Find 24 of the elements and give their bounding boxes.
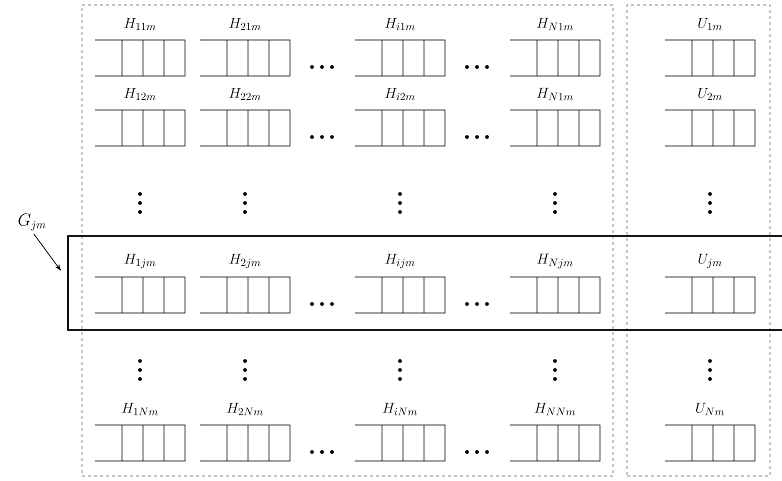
group-frame [626, 4, 770, 476]
queue-label: $H_{2Nm}$ [227, 402, 263, 416]
queue-label: $U_{jm}$ [698, 254, 722, 268]
queue-label: $H_{11m}$ [124, 18, 156, 30]
queue-label: $H_{1Nm}$ [122, 402, 158, 416]
queue-label: $U_{2m}$ [698, 88, 722, 100]
queue-label: $H_{ijm}$ [385, 254, 414, 268]
queue-label: $H_{2jm}$ [229, 254, 260, 268]
queue-label: $H_{Njm}$ [537, 254, 573, 268]
queue-label: $H_{21m}$ [229, 18, 261, 30]
queue-label: $H_{i1m}$ [385, 18, 415, 30]
queue-label: $U_{Nm}$ [696, 402, 724, 416]
queue-label: $H_{iNm}$ [382, 402, 417, 416]
queue-label: $U_{1m}$ [698, 18, 722, 30]
queue-label: $H_{22m}$ [229, 88, 261, 100]
highlight-frame [67, 235, 782, 331]
queue-label: $H_{NNm}$ [534, 402, 576, 416]
group-frame [82, 4, 614, 476]
frame-label: $G_{jm}$ [18, 213, 46, 230]
queue-label: $H_{12m}$ [124, 88, 156, 100]
queue-label: $H_{i2m}$ [385, 88, 415, 100]
queue-label: $H_{N1m}$ [537, 88, 573, 100]
queue-label: $H_{1jm}$ [124, 254, 156, 268]
queue-label: $H_{N1m}$ [537, 18, 573, 30]
